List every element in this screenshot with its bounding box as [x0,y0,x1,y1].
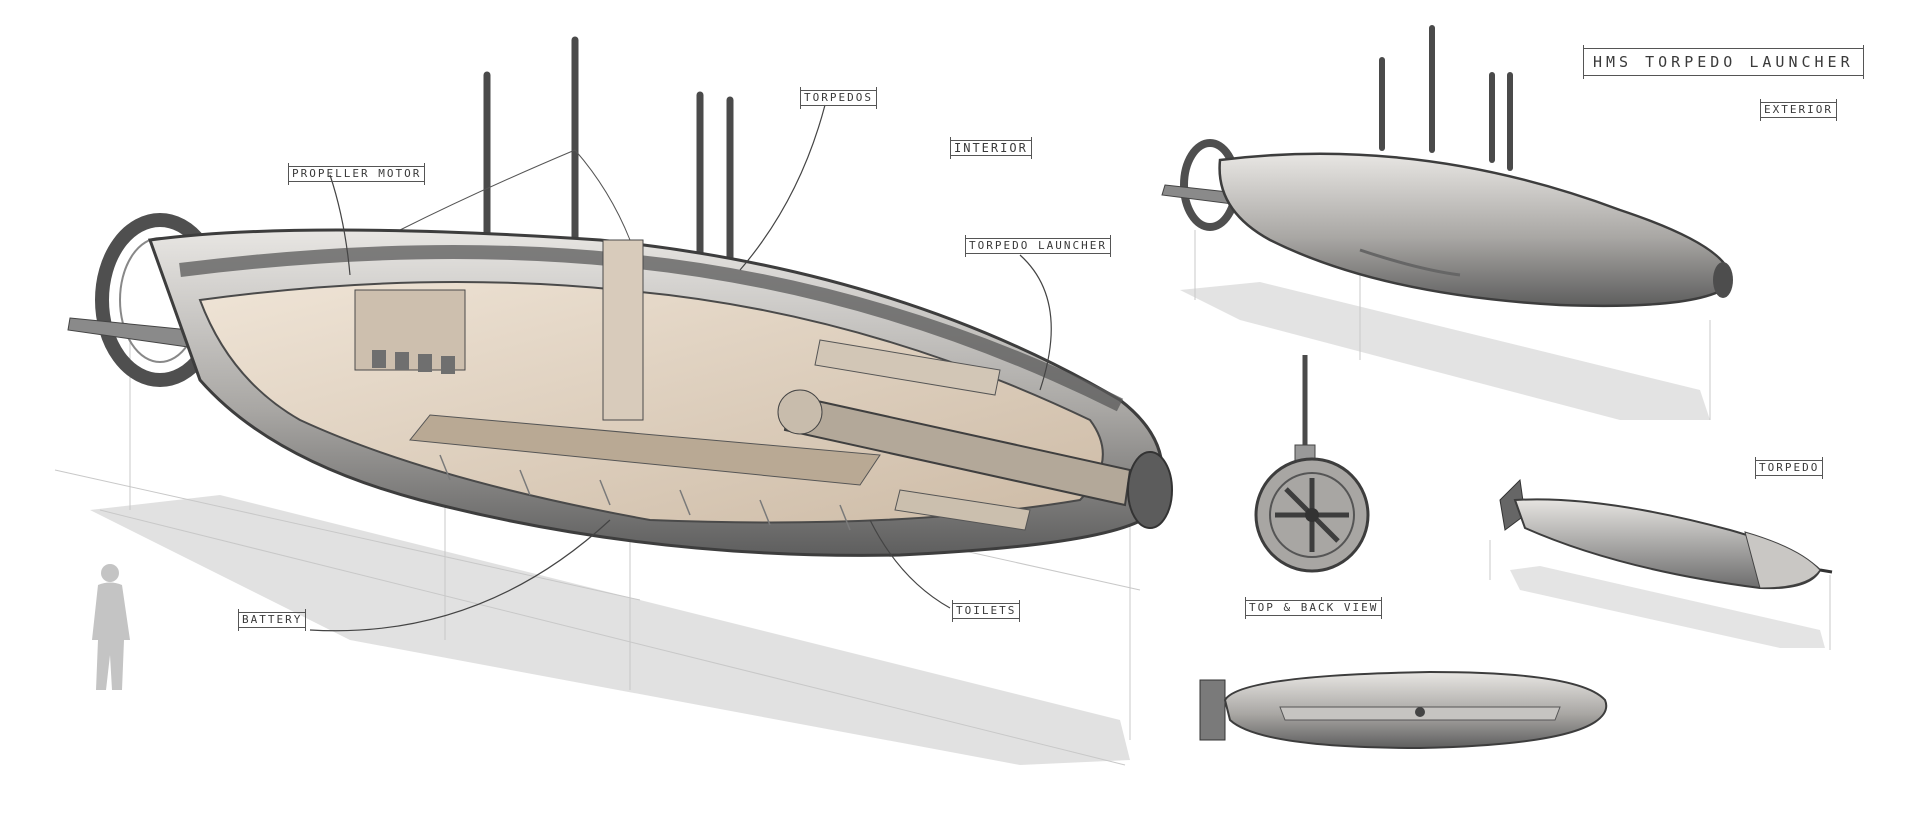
back-view [1254,355,1370,573]
battery-label: Battery [238,609,307,631]
torpedo-shadow [1510,566,1825,648]
torpedo-launcher-label: Torpedo Launcher [965,235,1111,257]
human-scale-figure [92,564,130,690]
propeller-motor-label: Propeller Motor [288,163,426,185]
sheet-title: HMS Torpedo Launcher [1583,45,1864,79]
callout-leaders [309,104,1052,632]
top-back-view-label: Top & Back View [1245,597,1383,619]
toilets-label: Toilets [952,600,1021,622]
exterior-sub-shadow [1180,282,1710,420]
torpedo-label: Torpedo [1755,457,1824,479]
torpedo-drawing [1499,478,1833,590]
torpedos-label: Torpedos [800,87,877,109]
exterior-submarine [1161,25,1733,308]
top-view-submarine [1199,670,1608,750]
main-sub-shadow [90,495,1130,765]
exterior-label: Exterior [1760,99,1837,121]
interior-label: Interior [950,137,1032,159]
cutaway-submarine [67,36,1173,557]
